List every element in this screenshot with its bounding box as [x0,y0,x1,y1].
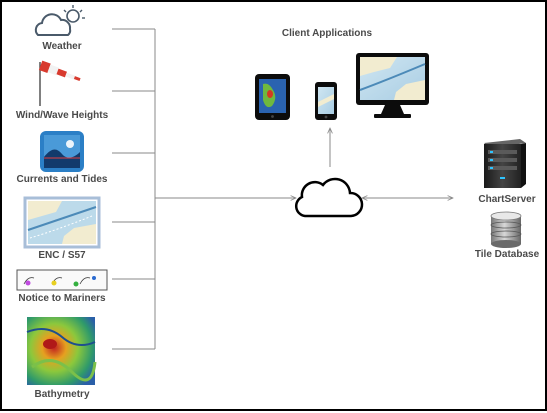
weather-icon [34,5,85,36]
phone-icon [315,82,337,120]
source-label-enc-s57: ENC / S57 [38,250,86,261]
windsock-icon [38,60,81,106]
tide-chart-icon [40,131,84,172]
server-icon [484,139,526,188]
database-icon [490,211,522,248]
notice-chart-icon [16,269,108,291]
enc-chart-icon [23,196,101,249]
source-label-wind-wave: Wind/Wave Heights [15,110,109,121]
monitor-icon [356,53,429,118]
connectors [112,28,453,350]
server-label-tile-database: Tile Database [474,249,540,260]
source-label-weather: Weather [42,41,82,52]
source-label-currents-tides: Currents and Tides [16,174,108,185]
cloud-icon [295,177,364,218]
bathymetry-icon [26,317,97,385]
source-label-bathymetry: Bathymetry [34,389,90,400]
source-label-notice-mariners: Notice to Mariners [18,293,106,304]
server-label-chartserver: ChartServer [478,194,536,205]
tablet-icon [255,74,290,120]
client-applications-title: Client Applications [281,28,373,39]
